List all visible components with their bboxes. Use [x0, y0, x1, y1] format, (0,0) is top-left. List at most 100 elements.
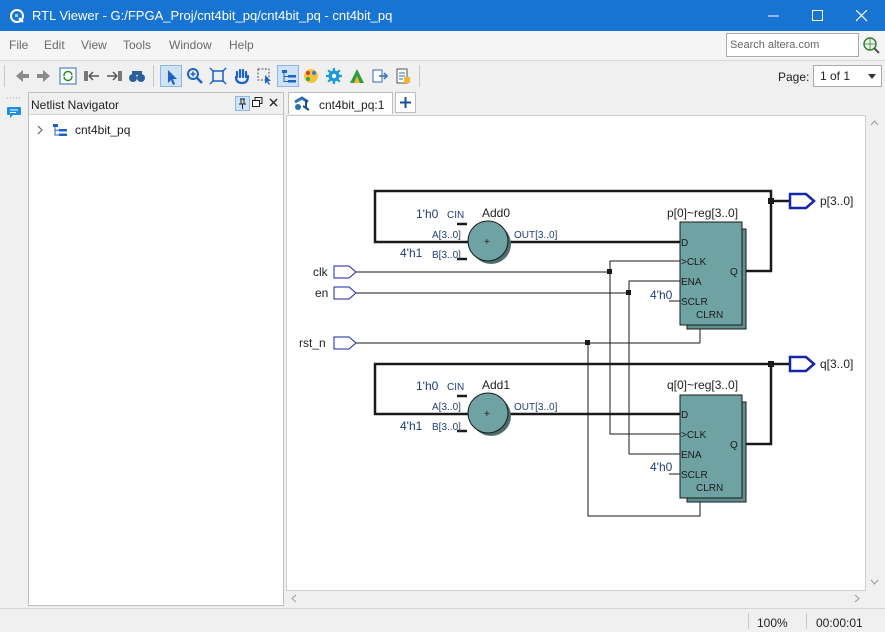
select-tool-button[interactable]	[160, 65, 182, 87]
port-b-label: B[3..0]	[432, 250, 461, 261]
quartus-icon	[10, 9, 24, 23]
zoom-icon	[187, 68, 203, 84]
rtl-view-icon	[294, 96, 310, 111]
status-bar: 100% 00:00:01	[0, 608, 885, 632]
port-cin-label: CIN	[447, 382, 464, 393]
thin-wires	[356, 260, 701, 517]
port-b-label: B[3..0]	[432, 422, 461, 433]
adder-cin-const: 1'h0	[416, 379, 439, 393]
forward-button[interactable]	[33, 65, 55, 87]
menu-file[interactable]: File	[9, 38, 29, 52]
go-back-button[interactable]	[81, 65, 103, 87]
back-button[interactable]	[11, 65, 33, 87]
pin-button[interactable]	[235, 96, 250, 111]
adder-add0[interactable]: Add0 1'h0 CIN A[3..0] 4'h1 B[3..0] OUT[3…	[400, 206, 558, 264]
adder-cin-const: 1'h0	[416, 207, 439, 221]
menu-view[interactable]: View	[81, 38, 107, 52]
chat-bubble-icon[interactable]	[6, 104, 22, 120]
adder-b-const: 4'h1	[400, 246, 423, 260]
vertical-scrollbar[interactable]	[866, 115, 883, 591]
go-back-icon	[84, 71, 99, 81]
port-ena-label: ENA	[681, 450, 702, 461]
status-separator	[748, 613, 749, 629]
junction-dot	[585, 340, 590, 345]
scroll-down-icon[interactable]	[870, 577, 879, 586]
settings-button[interactable]	[323, 65, 345, 87]
back-icon	[16, 70, 29, 82]
go-forward-icon	[107, 71, 122, 81]
adder-name: Add0	[482, 206, 510, 220]
side-rail	[0, 92, 28, 608]
tree-item-root[interactable]: cnt4bit_pq	[35, 122, 235, 138]
hand-tool-button[interactable]	[231, 65, 253, 87]
forward-icon	[37, 70, 50, 82]
refresh-button[interactable]	[57, 65, 79, 87]
bus-wires	[373, 189, 789, 446]
netlist-navigator-button[interactable]	[277, 65, 299, 87]
fit-icon	[209, 67, 227, 85]
export-button[interactable]	[369, 65, 391, 87]
adder-add1[interactable]: Add1 1'h0 CIN A[3..0] 4'h1 B[3..0] OUT[3…	[400, 378, 558, 436]
minimize-icon	[768, 15, 779, 17]
panel-title: Netlist Navigator	[31, 98, 120, 112]
junction-dot	[768, 198, 774, 204]
junction-dots	[585, 198, 774, 367]
color-settings-button[interactable]	[300, 65, 322, 87]
chevron-right-icon[interactable]	[35, 124, 45, 136]
input-label-rst-n: rst_n	[299, 336, 326, 350]
minimize-button[interactable]	[752, 0, 796, 31]
scroll-up-icon[interactable]	[870, 119, 879, 128]
output-port-q[interactable]: q[3..0]	[788, 355, 853, 373]
menu-help[interactable]: Help	[229, 38, 254, 52]
panel-close-button[interactable]	[267, 96, 282, 111]
zoom-tool-button[interactable]	[184, 65, 206, 87]
port-clrn-label: CLRN	[696, 483, 723, 494]
adder-b-const: 4'h1	[400, 419, 423, 433]
netlist-navigator-panel: Netlist Navigator cnt4bit_pq	[28, 92, 284, 606]
schematic-canvas[interactable]: clk en rst_n p[3..0] q[3..0] Add0 1'h0 C…	[286, 115, 866, 591]
menu-tools[interactable]: Tools	[123, 38, 152, 52]
input-label-clk: clk	[313, 265, 329, 279]
port-ena-label: ENA	[681, 277, 702, 288]
port-d-label: D	[681, 238, 688, 249]
refresh-icon	[59, 67, 77, 85]
close-button[interactable]	[840, 0, 884, 31]
output-label-q: q[3..0]	[820, 357, 853, 371]
select-icon	[168, 70, 177, 85]
gear-icon	[326, 68, 342, 84]
toolbar-separator	[153, 65, 154, 87]
filter-button[interactable]	[346, 65, 368, 87]
title-bar: RTL Viewer - G:/FPGA_Proj/cnt4bit_pq/cnt…	[0, 0, 885, 31]
register-q[interactable]: q[0]~reg[3..0] D >CLK ENA SCLR CLRN Q 4'…	[650, 378, 747, 503]
grip-icon	[7, 97, 21, 99]
menu-window[interactable]: Window	[169, 38, 212, 52]
input-port-en[interactable]: en	[315, 286, 357, 300]
tab-cnt4bit-pq[interactable]: cnt4bit_pq:1	[288, 92, 393, 114]
fit-in-window-button[interactable]	[207, 65, 229, 87]
horizontal-scrollbar[interactable]	[286, 591, 866, 606]
scroll-left-icon[interactable]	[290, 594, 299, 603]
float-button[interactable]	[251, 96, 266, 111]
add-tab-button[interactable]	[395, 92, 416, 113]
area-select-icon	[257, 68, 271, 85]
output-port-p[interactable]: p[3..0]	[788, 192, 853, 210]
area-select-button[interactable]	[254, 65, 276, 87]
adder-symbol: +	[484, 409, 490, 420]
input-port-clk[interactable]: clk	[313, 265, 357, 279]
elapsed-time: 00:00:01	[816, 616, 863, 630]
scroll-right-icon[interactable]	[852, 594, 861, 603]
page-select[interactable]: 1 of 1	[813, 65, 882, 87]
junction-dot	[607, 269, 612, 274]
go-forward-button[interactable]	[103, 65, 125, 87]
page-button[interactable]	[392, 65, 414, 87]
junction-dot	[768, 361, 774, 367]
search-input[interactable]: Search altera.com	[726, 33, 859, 57]
output-label-p: p[3..0]	[820, 194, 853, 208]
search-button[interactable]	[859, 33, 883, 57]
find-button[interactable]	[126, 65, 148, 87]
maximize-button[interactable]	[796, 0, 840, 31]
color-settings-icon	[304, 69, 318, 83]
input-port-rst-n[interactable]: rst_n	[299, 336, 357, 350]
register-p[interactable]: p[0]~reg[3..0] D >CLK ENA SCLR CLRN Q 4'…	[650, 206, 747, 330]
menu-edit[interactable]: Edit	[44, 38, 65, 52]
